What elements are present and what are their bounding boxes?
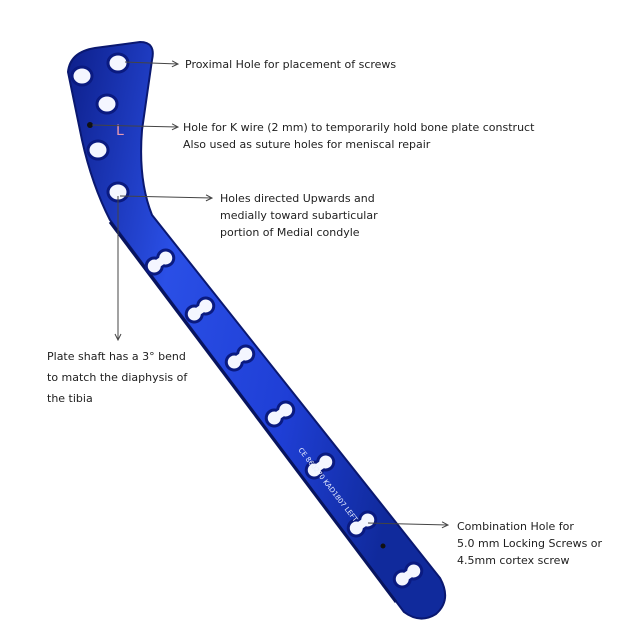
label-line: 4.5mm cortex screw bbox=[457, 554, 570, 567]
label-proximal-hole: Proximal Hole for placement of screws bbox=[185, 56, 396, 73]
leader-lines bbox=[91, 62, 448, 525]
label-kwire-hole: Hole for K wire (2 mm) to temporarily ho… bbox=[183, 119, 534, 153]
combination-hole bbox=[346, 510, 378, 538]
combination-hole bbox=[184, 296, 216, 324]
small-hole bbox=[380, 543, 386, 549]
combination-hole bbox=[304, 452, 336, 480]
label-line: the tibia bbox=[47, 392, 93, 405]
label-line: Proximal Hole for placement of screws bbox=[185, 58, 397, 71]
plate-edge-shadow bbox=[108, 221, 398, 603]
label-line: Plate shaft has a 3° bend bbox=[47, 350, 186, 363]
combination-hole bbox=[392, 561, 424, 589]
side-marker: L bbox=[116, 123, 124, 139]
combination-hole bbox=[264, 400, 296, 428]
round-screw-hole bbox=[86, 139, 110, 161]
label-directed-holes: Holes directed Upwards and medially towa… bbox=[220, 190, 378, 241]
round-screw-hole bbox=[106, 52, 130, 74]
label-line: portion of Medial condyle bbox=[220, 226, 360, 239]
label-line: Also used as suture holes for meniscal r… bbox=[183, 138, 431, 151]
label-line: to match the diaphysis of bbox=[47, 371, 188, 384]
combination-hole bbox=[144, 248, 176, 276]
plate-body bbox=[66, 40, 447, 620]
round-screw-hole bbox=[95, 93, 119, 115]
label-plate-shaft: Plate shaft has a 3° bend to match the d… bbox=[47, 346, 187, 409]
kwire-hole bbox=[87, 122, 93, 128]
round-screw-hole bbox=[70, 65, 94, 87]
label-line: Hole for K wire (2 mm) to temporarily ho… bbox=[183, 121, 535, 134]
label-line: medially toward subarticular bbox=[220, 209, 378, 222]
combination-hole bbox=[224, 344, 256, 372]
label-line: 5.0 mm Locking Screws or bbox=[457, 537, 603, 550]
label-combination-hole: Combination Hole for 5.0 mm Locking Scre… bbox=[457, 518, 602, 569]
label-line: Holes directed Upwards and bbox=[220, 192, 375, 205]
label-line: Combination Hole for bbox=[457, 520, 574, 533]
